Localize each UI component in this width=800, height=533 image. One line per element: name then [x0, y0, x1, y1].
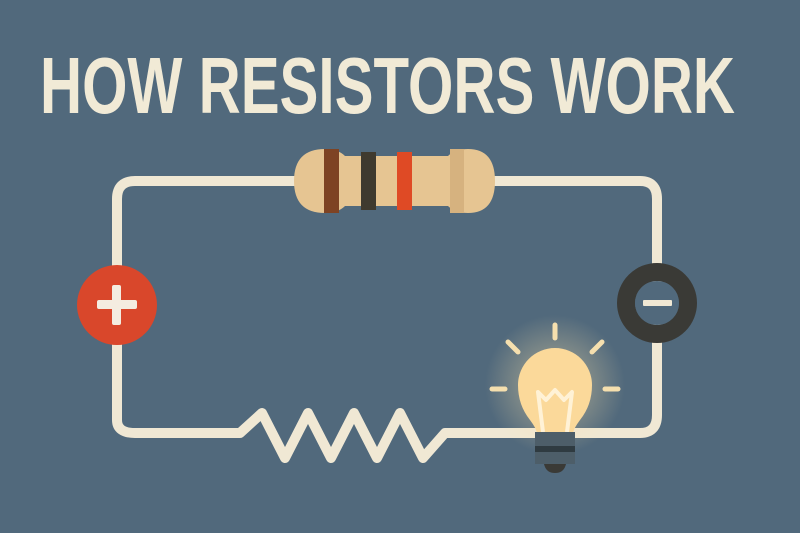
light-bulb: [485, 315, 625, 473]
resistor-band-black: [361, 152, 376, 210]
resistor-band-brown: [324, 149, 339, 213]
resistor-band-red: [397, 152, 412, 210]
minus-icon: [643, 300, 672, 306]
resistor-body: [294, 149, 495, 213]
page-title: HOW RESISTORS WORK: [40, 41, 735, 130]
light-rays: [489, 322, 621, 392]
resistor: [294, 149, 495, 213]
negative-terminal: [617, 263, 697, 343]
positive-terminal: [77, 265, 157, 345]
resistor-band-tan: [450, 149, 464, 213]
circuit-wire: [112, 176, 662, 463]
